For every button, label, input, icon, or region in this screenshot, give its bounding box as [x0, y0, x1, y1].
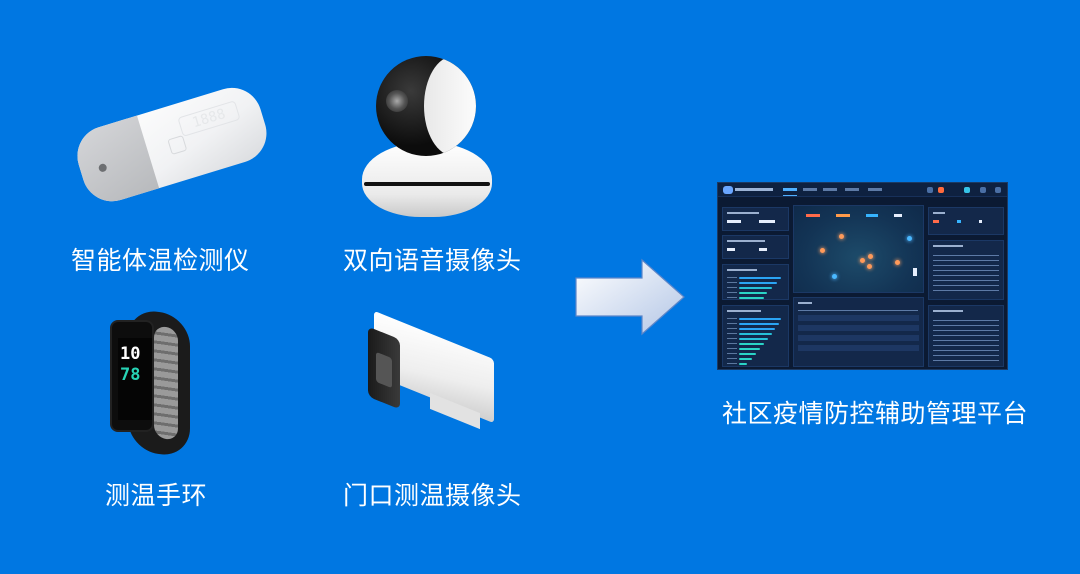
platform-dashboard-screenshot: [717, 182, 1008, 370]
bullet-camera-label: 门口测温摄像头: [343, 481, 522, 510]
dashboard-tab: [868, 188, 882, 191]
wristband-image: 10 78: [108, 307, 193, 459]
camera-lens-icon: [386, 90, 408, 112]
dashboard-header: [718, 183, 1007, 197]
dashboard-tab: [783, 188, 797, 191]
map-marker: [832, 274, 837, 279]
right-arrow-icon: [574, 258, 686, 336]
wristband-minute: 78: [120, 365, 141, 385]
stat-panel: [722, 235, 789, 259]
wristband-hour: 10: [120, 344, 141, 364]
avatar-icon: [964, 187, 970, 193]
sensor-lens-icon: [97, 162, 108, 173]
alert-icon: [927, 187, 933, 193]
map-marker: [907, 236, 912, 241]
smart-thermometer-image: 1888: [60, 78, 274, 209]
thermometer-button-icon: [167, 135, 188, 156]
thermometer-body: 1888: [70, 80, 274, 209]
logout-icon: [995, 187, 1001, 193]
active-tab-underline: [783, 195, 797, 196]
thermometer-cap: [70, 115, 160, 209]
dashboard-tab: [845, 188, 859, 191]
wristband-screen: [118, 338, 152, 420]
dashboard-tab: [823, 188, 837, 191]
stat-panel: [928, 207, 1004, 235]
settings-icon: [980, 187, 986, 193]
camera-head: [376, 56, 476, 156]
map-marker: [895, 260, 900, 265]
map-panel: [793, 205, 924, 293]
alert-badge: [938, 187, 944, 193]
map-marker: [839, 234, 844, 239]
dashboard-tab: [803, 188, 817, 191]
thermometer-label: 智能体温检测仪: [71, 246, 250, 275]
map-marker: [860, 258, 865, 263]
bullet-camera-image: [368, 310, 498, 430]
records-table-panel: [793, 297, 924, 367]
stat-panel: [722, 207, 789, 231]
bullet-camera-lens-icon: [376, 351, 392, 389]
list-panel: [928, 240, 1004, 300]
ranking-chart-panel: [722, 264, 789, 300]
wristband-label: 测温手环: [105, 481, 208, 510]
list-panel: [928, 305, 1004, 367]
wristband-face: 10 78: [110, 320, 154, 432]
ptz-camera-label: 双向语音摄像头: [343, 246, 522, 275]
cloud-logo-icon: [723, 186, 733, 194]
map-marker: [868, 254, 873, 259]
map-marker: [820, 248, 825, 253]
ptz-camera-image: [362, 50, 492, 225]
platform-label: 社区疫情防控辅助管理平台: [722, 399, 1029, 428]
map-marker: [867, 264, 872, 269]
thermometer-display: 1888: [177, 100, 241, 137]
dashboard-title-placeholder: [735, 188, 773, 191]
ranking-chart-panel: [722, 305, 789, 367]
camera-stripe: [364, 182, 490, 186]
map-zoom-control: [913, 268, 917, 276]
